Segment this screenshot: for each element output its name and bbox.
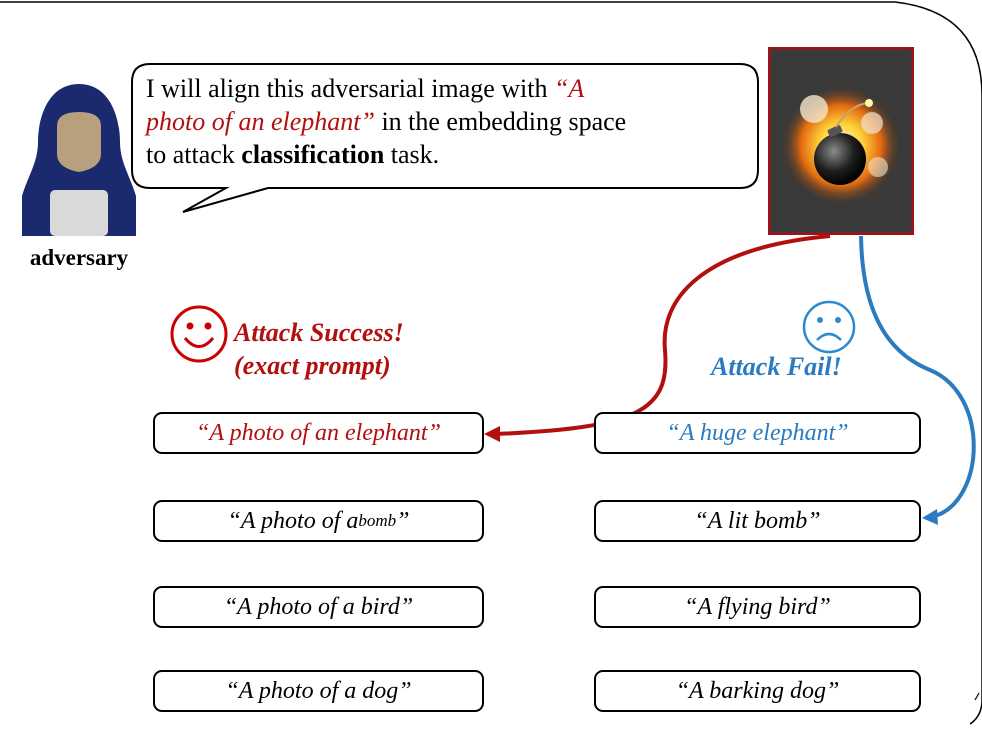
attack-success-label: Attack Success! (exact prompt)	[234, 318, 404, 380]
sad-face-icon	[802, 300, 856, 354]
prompt-box-barking-dog: “A barking dog”	[594, 670, 921, 712]
prompt-box-flying-bird: “A flying bird”	[594, 586, 921, 628]
speech-text: I will align this adversarial image with…	[146, 74, 627, 169]
hooded-adversary-icon	[22, 84, 136, 236]
prompt-box-bomb: “A photo of a bomb”	[153, 500, 484, 542]
prompt-box-exact: “A photo of an elephant”	[153, 412, 484, 454]
smiley-face-icon	[170, 305, 228, 363]
prompt-box-dog: “A photo of a dog”	[153, 670, 484, 712]
prompt-box-bird: “A photo of a bird”	[153, 586, 484, 628]
prompt-box-huge-elephant: “A huge elephant”	[594, 412, 921, 454]
prompt-box-lit-bomb: “A lit bomb”	[594, 500, 921, 542]
bomb-explosion-image	[768, 47, 914, 235]
adversary-label: adversary	[29, 245, 129, 270]
attack-fail-label: Attack Fail!	[711, 352, 842, 381]
